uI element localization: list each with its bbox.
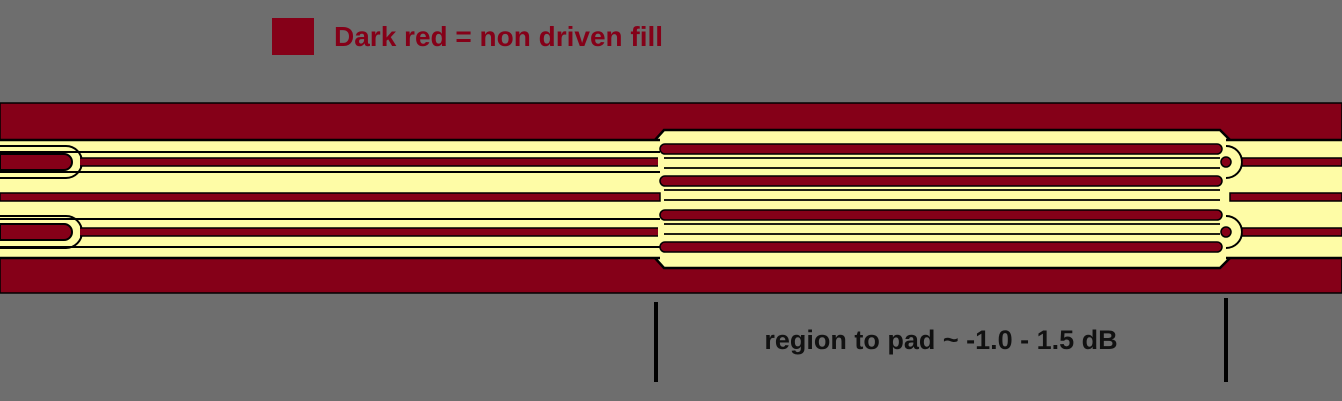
right-hairpin-upper-tip (1220, 156, 1232, 168)
legend-swatch (272, 18, 314, 55)
pad-region-fill-finger-2 (659, 209, 1223, 221)
right-center-fill-strip (1229, 192, 1342, 202)
right-hairpin-lower-channel (1241, 227, 1342, 237)
pad-region-fill-finger-0 (659, 143, 1223, 155)
pad-region-fill-finger-1 (659, 175, 1223, 187)
left-center-fill-strip (0, 192, 661, 202)
legend-label: Dark red = non driven fill (334, 21, 664, 52)
right-hairpin-lower-tip (1220, 226, 1232, 238)
left-hairpin-lower (0, 223, 73, 241)
pad-region-fill-finger-3 (659, 241, 1223, 253)
left-hairpin-upper (0, 153, 73, 171)
right-hairpin-upper-channel (1241, 157, 1342, 167)
region-annotation-label: region to pad ~ -1.0 - 1.5 dB (764, 325, 1118, 355)
